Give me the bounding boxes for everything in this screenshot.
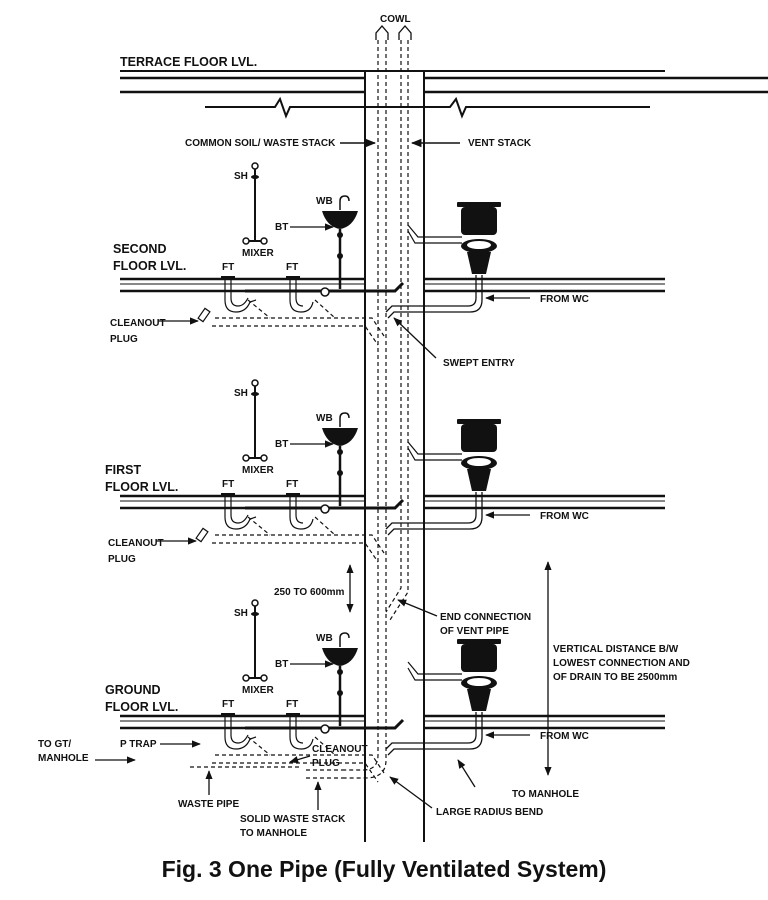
floor-trap-icon bbox=[212, 276, 385, 346]
terrace-slab bbox=[120, 70, 768, 119]
ground-floor-label: GROUND bbox=[105, 683, 161, 697]
mixer-label: MIXER bbox=[242, 685, 274, 696]
ft-label: FT bbox=[286, 262, 298, 273]
wc-vent-branch bbox=[407, 441, 462, 461]
wc-vent-branch bbox=[407, 661, 462, 681]
cleanout-plug-first: CLEANOUT PLUG bbox=[108, 527, 209, 565]
cleanout-label: PLUG bbox=[108, 554, 136, 565]
mixer-icon bbox=[242, 674, 268, 682]
second-floor-label: SECOND bbox=[113, 242, 166, 256]
vertical-distance-label: OF DRAIN TO BE 2500mm bbox=[553, 672, 677, 683]
ft-label: FT bbox=[222, 479, 234, 490]
ground-cleanout-label: CLEANOUT bbox=[312, 744, 368, 755]
waste-pipe-label: WASTE PIPE bbox=[178, 799, 239, 810]
ft-label: FT bbox=[286, 479, 298, 490]
from-wc-label: FROM WC bbox=[540, 731, 589, 742]
large-bend-arrow bbox=[389, 776, 433, 809]
vertical-distance-label: LOWEST CONNECTION AND bbox=[553, 658, 690, 669]
wc-drain-pipe bbox=[385, 275, 483, 319]
p-trap-label: P TRAP bbox=[120, 739, 157, 750]
to-manhole-arrow bbox=[457, 759, 476, 788]
common-stack-label: COMMON SOIL/ WASTE STACK bbox=[185, 138, 336, 149]
cleanout-label: PLUG bbox=[110, 334, 138, 345]
bt-label: BT bbox=[275, 439, 288, 450]
vent-stack bbox=[385, 40, 409, 621]
solid-waste-label: TO MANHOLE bbox=[240, 828, 307, 839]
sh-label: SH bbox=[234, 388, 248, 399]
large-bend-label: LARGE RADIUS BEND bbox=[436, 807, 543, 818]
floor-fixtures-second: SH MIXER WB BT FT FT FROM WC bbox=[120, 162, 665, 346]
wc-drain-pipe bbox=[385, 712, 483, 756]
basin-waste-pipe bbox=[245, 446, 405, 514]
basin-waste-pipe bbox=[245, 229, 405, 297]
vent-stack-label: VENT STACK bbox=[468, 138, 532, 149]
vertical-distance-label: VERTICAL DISTANCE B/W bbox=[553, 644, 679, 655]
ground-floor-label: FLOOR LVL. bbox=[105, 700, 178, 714]
bt-label: BT bbox=[275, 659, 288, 670]
gap-label: 250 TO 600mm bbox=[274, 587, 345, 598]
wc-icon bbox=[457, 639, 501, 711]
solid-waste-label: SOLID WASTE STACK bbox=[240, 814, 346, 825]
swept-entry-arrow bbox=[393, 317, 437, 359]
ft-label: FT bbox=[286, 699, 298, 710]
mixer-label: MIXER bbox=[242, 248, 274, 259]
to-manhole-label: TO MANHOLE bbox=[512, 789, 579, 800]
shower-head-icon bbox=[251, 599, 259, 677]
swept-entry-label: SWEPT ENTRY bbox=[443, 358, 515, 369]
bt-label: BT bbox=[275, 222, 288, 233]
shower-head-icon bbox=[251, 162, 259, 240]
second-floor-label: FLOOR LVL. bbox=[113, 259, 186, 273]
terrace-label: TERRACE FLOOR LVL. bbox=[120, 55, 257, 69]
ground-waste-pipe bbox=[190, 766, 345, 779]
floor-slab bbox=[120, 277, 665, 293]
mixer-icon bbox=[242, 454, 268, 462]
wb-label: WB bbox=[316, 196, 333, 207]
wc-icon bbox=[457, 419, 501, 491]
wb-label: WB bbox=[316, 413, 333, 424]
ft-label: FT bbox=[222, 262, 234, 273]
to-gt-label: TO GT/ bbox=[38, 739, 71, 750]
first-floor-label: FLOOR LVL. bbox=[105, 480, 178, 494]
basin-waste-pipe bbox=[245, 666, 405, 734]
first-floor-label: FIRST bbox=[105, 463, 141, 477]
cleanout-label: CLEANOUT bbox=[110, 318, 166, 329]
to-gt-label: MANHOLE bbox=[38, 753, 89, 764]
mixer-label: MIXER bbox=[242, 465, 274, 476]
end-connection-label: END CONNECTION bbox=[440, 612, 531, 623]
cowl-icon bbox=[375, 25, 412, 40]
ft-label: FT bbox=[222, 699, 234, 710]
mixer-icon bbox=[242, 237, 268, 245]
end-connection-label: OF VENT PIPE bbox=[440, 626, 509, 637]
sh-label: SH bbox=[234, 171, 248, 182]
sh-label: SH bbox=[234, 608, 248, 619]
wb-label: WB bbox=[316, 633, 333, 644]
soil-waste-stack bbox=[345, 40, 387, 779]
floor-slab bbox=[120, 494, 665, 510]
ground-cleanout-arrow bbox=[289, 755, 311, 764]
from-wc-label: FROM WC bbox=[540, 511, 589, 522]
floor-slab bbox=[120, 714, 665, 730]
wc-icon bbox=[457, 202, 501, 274]
floor-fixtures-first: SH MIXER WB BT FT FT FROM WC bbox=[120, 379, 665, 563]
figure-caption: Fig. 3 One Pipe (Fully Ventilated System… bbox=[162, 856, 607, 882]
ground-cleanout-label: PLUG bbox=[312, 758, 340, 769]
floor-trap-icon bbox=[212, 493, 385, 563]
wc-drain-pipe bbox=[385, 492, 483, 536]
end-connection-arrow bbox=[397, 599, 438, 617]
shower-head-icon bbox=[251, 379, 259, 457]
from-wc-label: FROM WC bbox=[540, 294, 589, 305]
wc-vent-branch bbox=[407, 224, 462, 244]
floor-trap-icon bbox=[212, 713, 385, 783]
cleanout-plug-second: CLEANOUT PLUG bbox=[110, 307, 211, 345]
cleanout-label: CLEANOUT bbox=[108, 538, 164, 549]
cowl-label: COWL bbox=[380, 14, 411, 25]
floor-fixtures-ground: SH MIXER WB BT FT FT FROM WC bbox=[120, 599, 665, 783]
